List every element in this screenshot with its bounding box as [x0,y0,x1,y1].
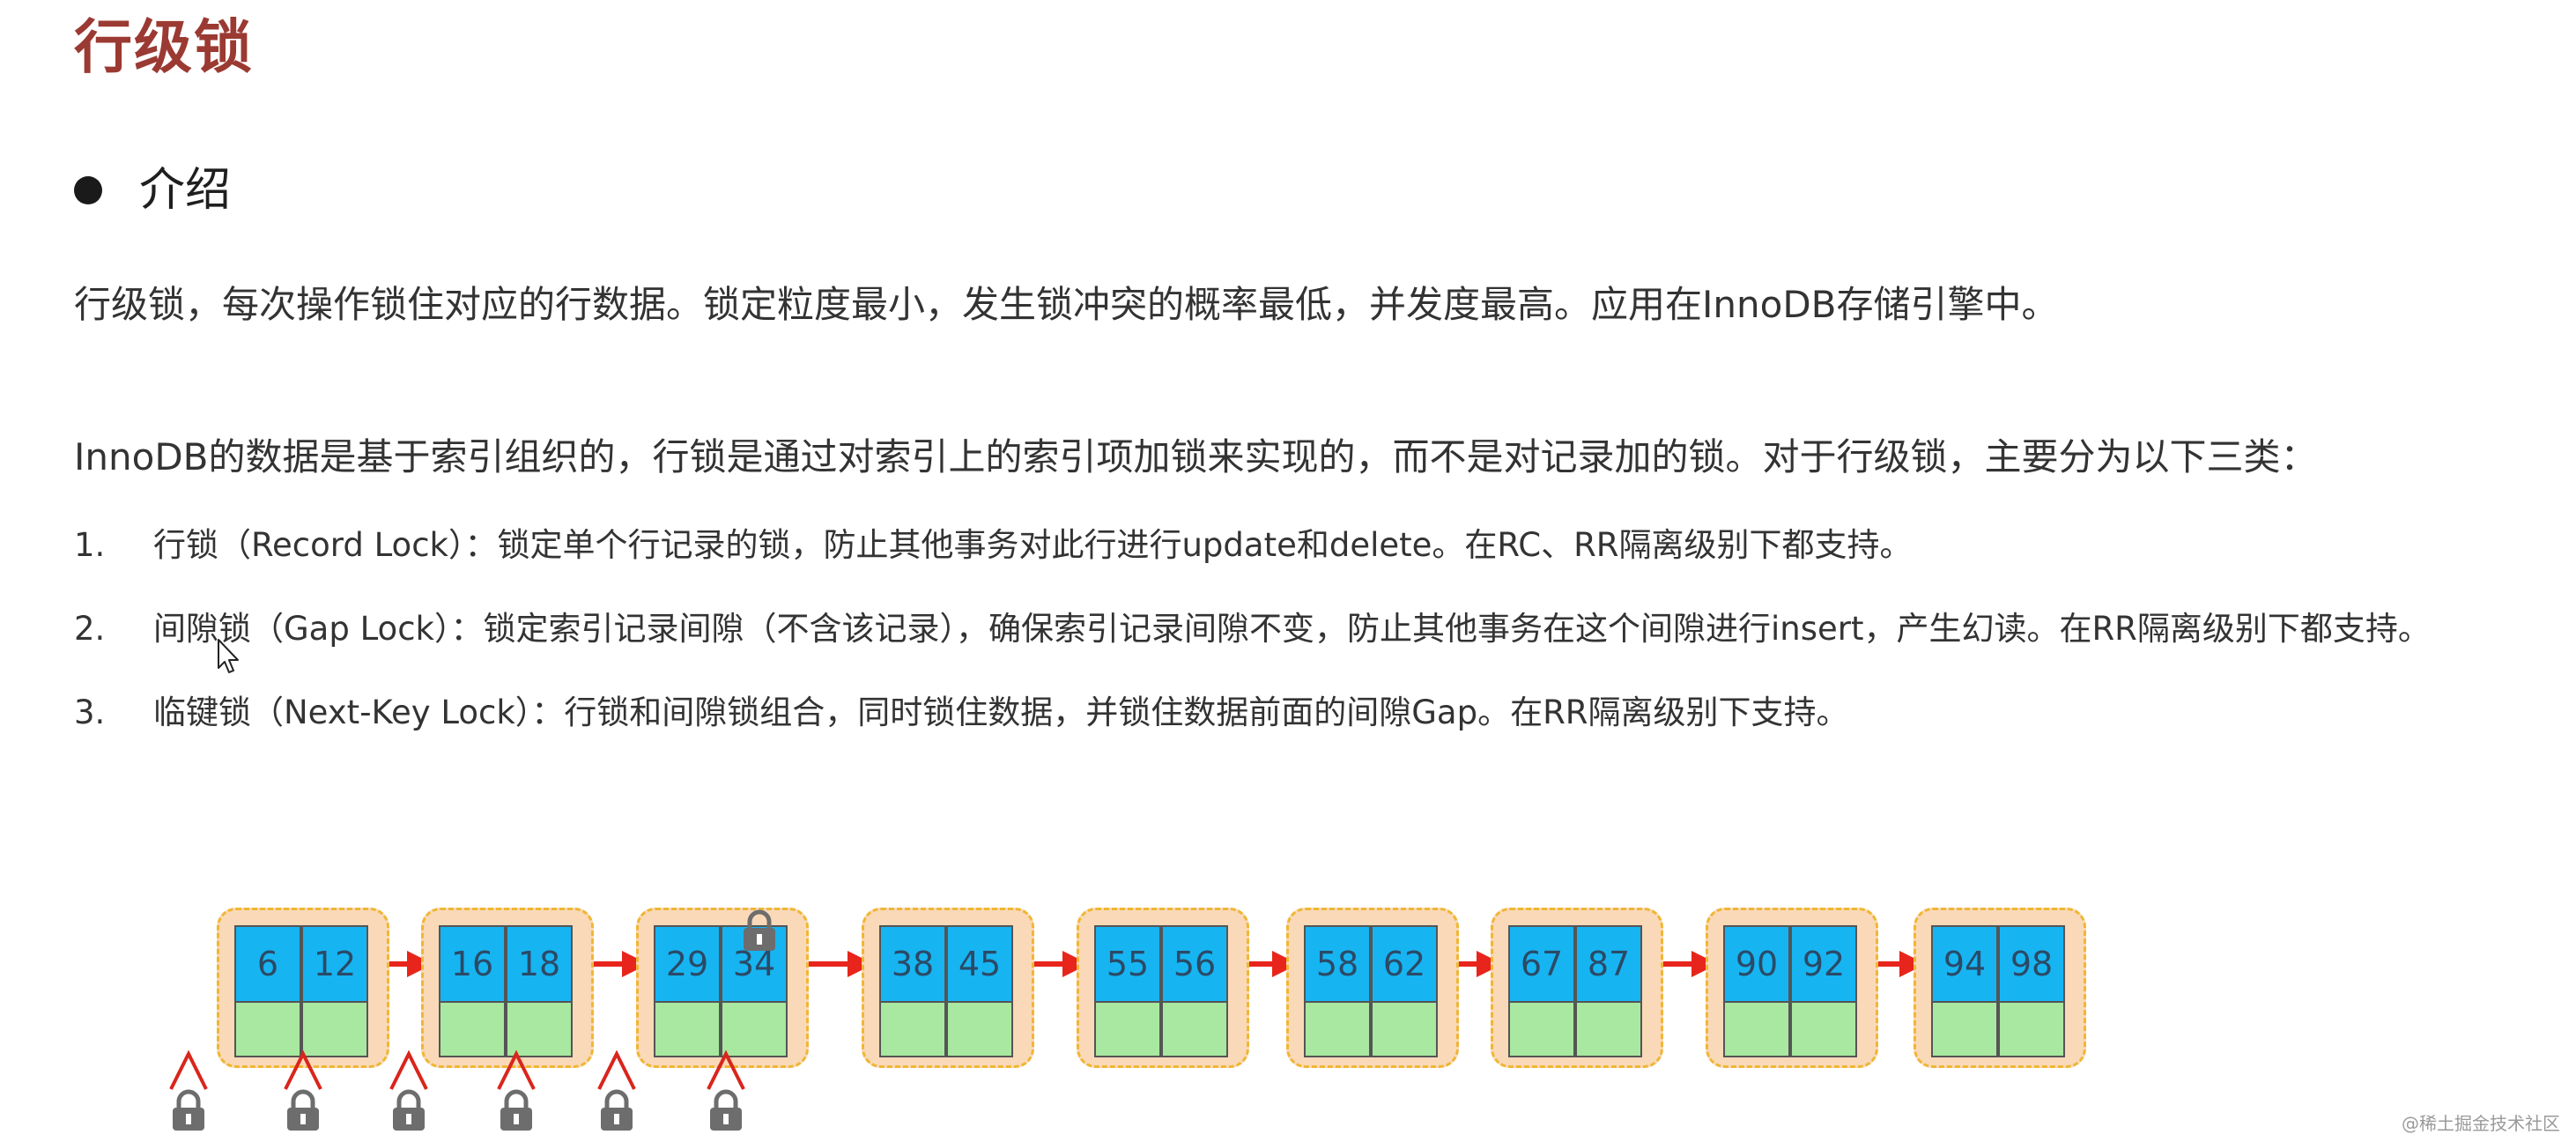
index-key: 18 [506,925,573,1003]
row-data-cell [721,1001,788,1057]
list-item: 1. 行锁（Record Lock）：锁定单个行记录的锁，防止其他事务对此行进行u… [74,521,1913,570]
gap-pointer-icon [169,1049,208,1090]
row-data-cell [879,1001,946,1057]
index-key: 45 [946,925,1013,1003]
row-data-cell [1508,1001,1575,1057]
gap-pointer-icon [497,1049,536,1090]
index-key: 94 [1931,925,1998,1003]
lock-icon [500,1089,532,1131]
index-key: 92 [1790,925,1857,1003]
index-key: 6 [234,925,301,1003]
lock-markers [169,909,775,1131]
list-item-text: 临键锁（Next-Key Lock）：行锁和间隙锁组合，同时锁住数据，并锁住数据… [153,693,1849,731]
row-data-cell [1931,1001,1998,1057]
gap-pointer-icon [284,1049,322,1090]
index-key: 90 [1723,925,1790,1003]
gap-pointer-icon [389,1049,428,1090]
index-key: 55 [1094,925,1161,1003]
index-key: 38 [879,925,946,1003]
lock-icon [287,1089,319,1131]
lock-icon [744,909,775,951]
index-key: 62 [1371,925,1438,1003]
row-data-cell [506,1001,573,1057]
list-item-number: 1. [74,526,106,564]
row-data-cell [1371,1001,1438,1057]
index-key: 58 [1304,925,1371,1003]
lock-icon [393,1089,425,1131]
lock-icon [173,1089,204,1131]
list-item-number: 2. [74,610,106,648]
row-data-cell [654,1001,721,1057]
index-key: 87 [1575,925,1642,1003]
row-data-cell [1723,1001,1790,1057]
mouse-cursor-icon [218,639,239,673]
list-item: 3. 临键锁（Next-Key Lock）：行锁和间隙锁组合，同时锁住数据，并锁住… [74,688,1849,738]
list-item-text: 行锁（Record Lock）：锁定单个行记录的锁，防止其他事务对此行进行upd… [153,526,1913,564]
list-item-number: 3. [74,693,106,731]
gap-pointer-icon [597,1049,636,1090]
list-item: 2. 间隙锁（Gap Lock）：锁定索引记录间隙（不含该记录），确保索引记录间隙… [74,604,2431,654]
row-data-cell [1998,1001,2065,1057]
index-key: 56 [1161,925,1228,1003]
row-data-cell [234,1001,301,1057]
row-data-cell [1094,1001,1161,1057]
row-data-cell [301,1001,368,1057]
list-item-text: 间隙锁（Gap Lock）：锁定索引记录间隙（不含该记录），确保索引记录间隙不变… [153,610,2431,648]
index-key: 29 [654,925,721,1003]
innodb-paragraph: InnoDB的数据是基于索引组织的，行锁是通过对索引上的索引项加锁来实现的，而不… [74,435,2318,478]
node-link-arrows [361,951,1926,977]
index-key: 12 [301,925,368,1003]
index-key: 16 [439,925,506,1003]
index-key: 67 [1508,925,1575,1003]
row-data-cell [1790,1001,1857,1057]
index-key: 98 [1998,925,2065,1003]
lock-icon [601,1089,633,1131]
row-data-cell [1575,1001,1642,1057]
row-data-cell [946,1001,1013,1057]
intro-paragraph: 行级锁，每次操作锁住对应的行数据。锁定粒度最小，发生锁冲突的概率最低，并发度最高… [74,283,2059,326]
bullet-icon [74,176,102,204]
page-title: 行级锁 [74,13,254,81]
section-heading-text: 介绍 [139,164,232,217]
gap-pointer-icon [707,1049,745,1090]
watermark: @稀土掘金技术社区 [2402,1113,2560,1134]
row-data-cell [1161,1001,1228,1057]
lock-icon [710,1089,742,1131]
row-data-cell [1304,1001,1371,1057]
row-data-cell [439,1001,506,1057]
